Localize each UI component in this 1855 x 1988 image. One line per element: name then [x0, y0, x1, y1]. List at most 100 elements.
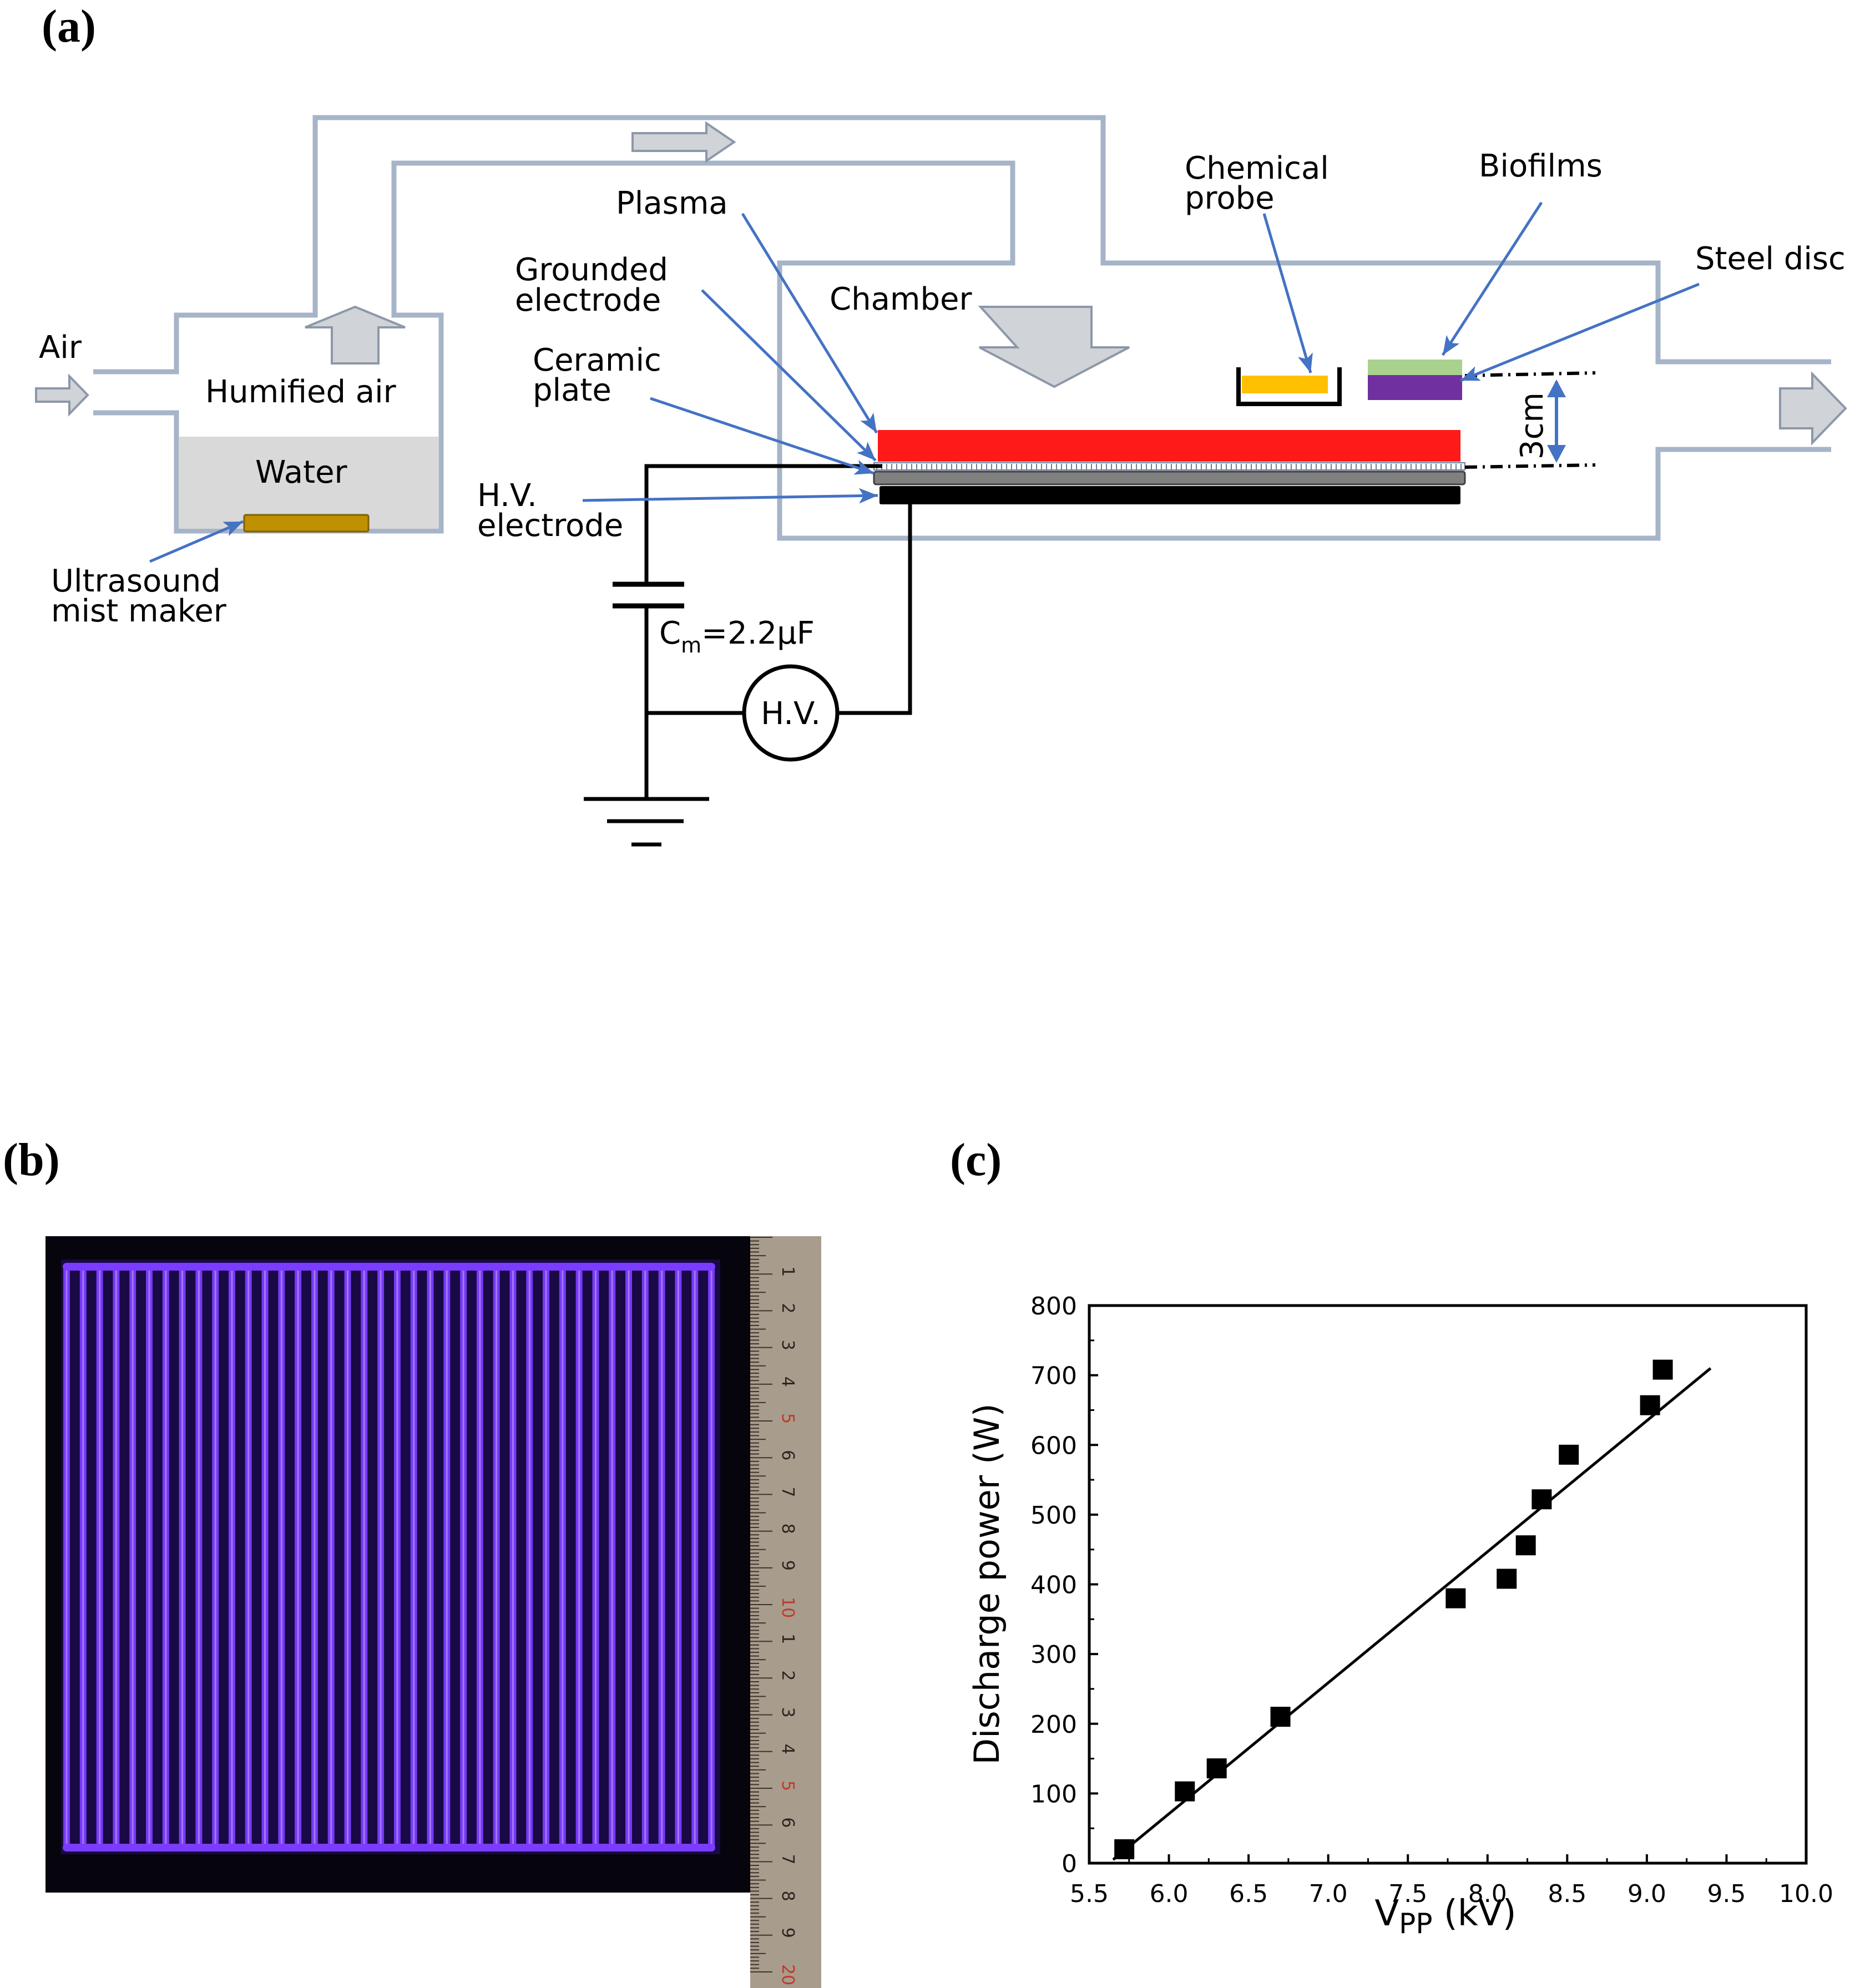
water-label: Water — [255, 454, 348, 490]
y-tick-label: 300 — [1030, 1641, 1077, 1669]
ceramic-plate-pointer — [650, 397, 875, 475]
panel-a: (a) — [35, 1, 1847, 847]
y-tick-label: 600 — [1030, 1431, 1077, 1460]
data-point — [1114, 1839, 1135, 1859]
ruler-label: 8 — [778, 1524, 797, 1534]
circuit — [584, 464, 912, 847]
pointer-arrows — [149, 201, 1700, 563]
x-tick-label: 8.5 — [1548, 1880, 1586, 1908]
outlet-arrow-icon — [1779, 371, 1847, 446]
ruler-label: 5 — [778, 1780, 797, 1791]
data-point — [1515, 1535, 1536, 1556]
data-point — [1652, 1359, 1673, 1380]
wire-hv-to-electrode — [839, 502, 912, 715]
y-axis-title: Discharge power (W) — [967, 1403, 1007, 1764]
data-point — [1270, 1707, 1291, 1727]
x-axis-title: VPP (kV) — [1374, 1893, 1516, 1940]
hv-source-circle — [742, 664, 840, 762]
ruler-label: 7 — [778, 1854, 797, 1864]
hv-electrode — [880, 486, 1460, 504]
x-tick-label: 9.0 — [1627, 1880, 1666, 1908]
ruler-label: 5 — [778, 1413, 797, 1424]
y-tick-label: 200 — [1030, 1711, 1077, 1739]
plasma-layer — [878, 430, 1460, 462]
panel-c-label: (c) — [950, 1134, 1002, 1186]
ceramic-plate — [873, 471, 1466, 485]
plasma-pointer — [741, 213, 878, 434]
ruler-label: 6 — [778, 1450, 797, 1460]
hv-source-label: H.V. — [761, 696, 821, 732]
data-points — [1114, 1359, 1673, 1859]
data-point — [1445, 1588, 1466, 1608]
setup-labels: Air Humified air Water Ultrasound mist m… — [39, 148, 1846, 732]
discharge-area-glow — [61, 1259, 720, 1854]
x-tick-label: 8.0 — [1468, 1880, 1507, 1908]
mist-maker-pointer — [149, 520, 244, 563]
chamber-down-arrow-icon — [978, 306, 1130, 388]
ruler-label: 6 — [778, 1817, 797, 1828]
ruler-label: 2 — [778, 1303, 797, 1313]
ceramic-plate-label-1: Ceramic — [533, 342, 661, 378]
chamber-label: Chamber — [830, 281, 972, 317]
ruler-label: 3 — [778, 1707, 797, 1718]
capacitance-label: Cm=2.2μF — [659, 615, 815, 657]
ruler-label: 7 — [778, 1486, 797, 1497]
gap-indicator: 3cm — [1464, 371, 1596, 469]
mesh-hatching — [876, 464, 1462, 469]
data-point — [1531, 1489, 1552, 1510]
mist-maker-label-1: Ultrasound — [51, 563, 221, 599]
ruler-label: 8 — [778, 1891, 797, 1901]
data-point — [1206, 1758, 1227, 1779]
hv-electrode-label-1: H.V. — [477, 478, 537, 514]
ruler-marks — [750, 1237, 772, 1972]
steel-disc — [1368, 375, 1462, 400]
y-tick-label: 0 — [1062, 1850, 1077, 1878]
ruler — [750, 1236, 821, 1988]
panel-a-label: (a) — [42, 1, 96, 52]
x-tick-label: 10.0 — [1779, 1880, 1833, 1908]
ruler-label: 1 — [778, 1633, 797, 1644]
ruler-label: 9 — [778, 1560, 797, 1571]
ruler-label: 1 — [778, 1266, 797, 1277]
ruler-label: 4 — [778, 1744, 797, 1754]
y-tick-label: 100 — [1030, 1780, 1077, 1808]
y-tick-label: 500 — [1030, 1501, 1077, 1530]
steel-disc-label: Steel disc — [1695, 241, 1846, 277]
y-tick-label: 700 — [1030, 1362, 1077, 1390]
air-label: Air — [39, 330, 82, 366]
data-point — [1640, 1395, 1660, 1415]
x-tick-label: 6.0 — [1150, 1880, 1189, 1908]
ruler-label: 20 — [778, 1964, 797, 1985]
chemical-probe-label-1: Chemical — [1185, 150, 1329, 186]
biofilm-layer — [1368, 360, 1462, 375]
fit-line — [1112, 1367, 1712, 1861]
panel-b-label: (b) — [3, 1134, 60, 1186]
ruler-label: 4 — [778, 1377, 797, 1387]
biofilms-pointer — [1441, 201, 1543, 356]
inlet-pipe-upper — [93, 115, 1831, 375]
water-reservoir — [179, 437, 438, 529]
steel-disc-pointer — [1460, 282, 1700, 382]
wire-ground-to-cap — [644, 464, 882, 584]
y-tick-label: 800 — [1030, 1292, 1077, 1321]
ruler-label: 9 — [778, 1928, 797, 1938]
mist-maker-label-2: mist maker — [51, 593, 227, 629]
chemical-probe — [1236, 367, 1342, 406]
ruler-label: 10 — [778, 1597, 797, 1618]
plasma-label: Plasma — [616, 185, 728, 221]
flow-arrows — [35, 121, 1847, 446]
grounded-electrode-label-1: Grounded — [515, 252, 668, 288]
data-point — [1175, 1781, 1195, 1802]
chemical-probe-label-2: probe — [1185, 180, 1275, 216]
gap-label: 3cm — [1514, 392, 1550, 459]
data-point — [1559, 1444, 1579, 1465]
ruler-label: 2 — [778, 1670, 797, 1681]
humid-up-arrow-icon — [305, 305, 406, 365]
top-flow-arrow-icon — [631, 121, 736, 163]
